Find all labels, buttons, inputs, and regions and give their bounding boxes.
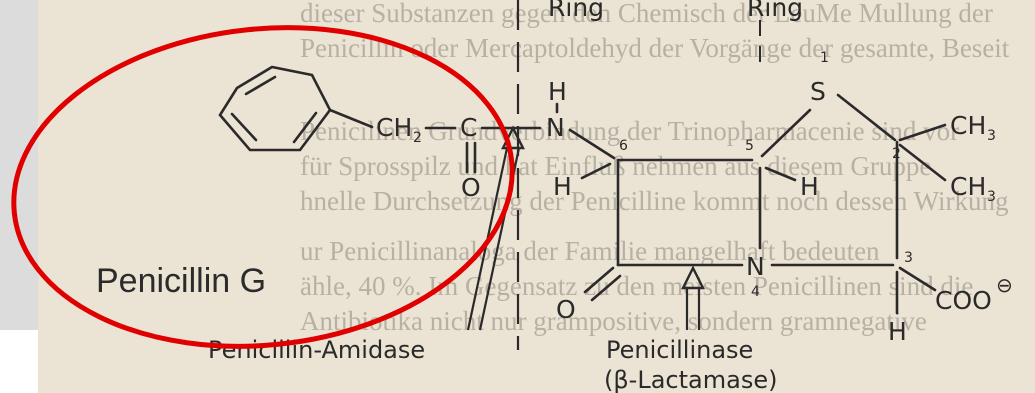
bond-c2-ch3a (898, 123, 947, 142)
atom-coo-charge: ⊖ (996, 273, 1013, 297)
atom-h-amide: H (548, 77, 567, 106)
atom-o-lactam: O (556, 295, 576, 324)
penicillinase-arrowhead (681, 265, 705, 290)
benzene-double-bond (244, 75, 277, 96)
bond-c2-ch3b (898, 143, 947, 182)
atom-ch3-b-subscript: 3 (987, 189, 996, 205)
bg-line: Penicillin oder Mercaptoldehyd der Vorgä… (300, 33, 1010, 63)
atom-ch2-subscript: 2 (413, 130, 422, 146)
enzyme-label-lactamase: (β-Lactamase) (604, 366, 777, 393)
bg-line: Penicilinen Grundverbindung der Trinopha… (300, 116, 959, 146)
ring-number-4: 4 (751, 284, 760, 300)
benzene-double-bond (292, 111, 318, 144)
paper-shade (38, 0, 1035, 393)
bg-line: hnelle Durchsetzung der Penicilline komm… (300, 186, 1009, 216)
white-margin (0, 330, 38, 393)
compound-title: Penicillin G (96, 262, 266, 300)
atom-h3: H (888, 317, 907, 346)
bond-c7-o-double (583, 266, 615, 294)
bg-line: ur Penicillinanaloga der Familie mangelh… (300, 236, 880, 266)
bond-s-c2 (836, 93, 897, 142)
bond-c5-s (760, 108, 812, 158)
ring-number-6: 6 (619, 138, 628, 154)
ring-number-3: 3 (904, 250, 913, 266)
beta-lactam-ring (616, 158, 762, 267)
scanned-page (38, 0, 1035, 393)
atom-n-amide: N (546, 113, 565, 142)
atom-o-carbonyl: O (461, 173, 481, 202)
bond-c5-h (764, 166, 797, 182)
atom-ch3-a: CH (950, 111, 986, 140)
benzene-outline (218, 65, 332, 152)
bg-line: ähle, 40 %. Im Gegensatz zu den meisten … (300, 271, 973, 301)
bond-benzene-ch2 (328, 108, 374, 129)
highlight-ellipse (11, 25, 515, 349)
bond-c3-coo (898, 266, 937, 292)
bg-line: für Sprosspilz und hat Einfluß nehmen au… (300, 151, 931, 181)
bond-c6-h (580, 162, 612, 180)
atom-s: S (810, 77, 826, 106)
bond-c7-o-double (590, 274, 622, 302)
benzene-ring (218, 65, 332, 152)
atom-h6: H (553, 172, 572, 201)
ring-number-1: 1 (820, 50, 829, 66)
bg-line: Antibiotika nicht nur grampositive, sond… (300, 306, 927, 336)
bond-n-c6 (568, 128, 616, 160)
atom-c-carbonyl: C (460, 113, 477, 142)
atom-ch3-b: CH (950, 172, 986, 201)
benzene-double-bond (230, 112, 258, 142)
ring-number-5: 5 (745, 138, 754, 154)
ring-label-left: Ring (548, 0, 604, 22)
atom-ch2: CH (376, 113, 412, 142)
atom-coo: COO (935, 286, 992, 315)
background-text: dieser Substanzen gegen den Chemisch der… (300, 0, 1010, 336)
ring-label-right: Ring (747, 0, 803, 22)
bg-line: dieser Substanzen gegen den Chemisch der… (300, 0, 993, 28)
atom-ch3-a-subscript: 3 (987, 128, 996, 144)
atom-h5: H (800, 172, 819, 201)
enzyme-label-penicillinase: Penicillinase (606, 336, 753, 364)
atom-n-ring: N (746, 252, 765, 281)
